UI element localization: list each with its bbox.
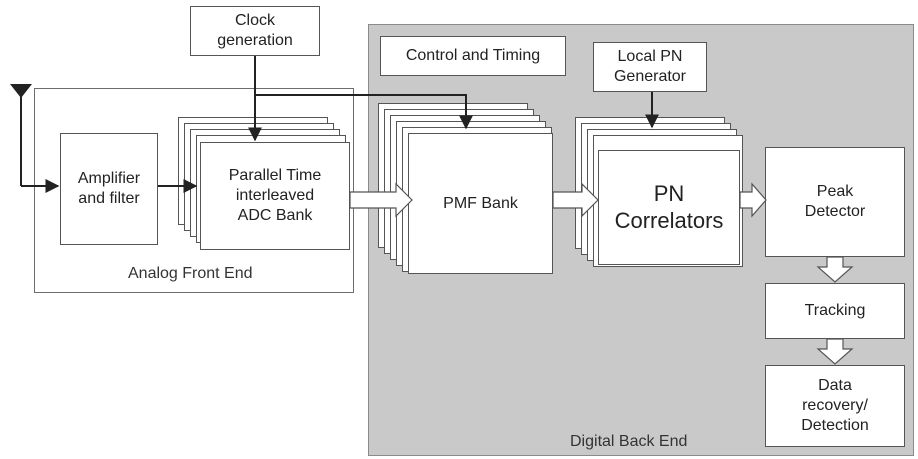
data-recovery-block: Data recovery/ Detection: [765, 365, 905, 447]
adc-to-pmf-arrow: [349, 182, 413, 218]
peak-to-tracking-arrow: [816, 256, 854, 283]
tracking-block: Tracking: [765, 283, 905, 339]
pmf-to-correlators-arrow: [552, 182, 599, 218]
tracking-to-data-recovery-arrow: [816, 338, 854, 365]
correlators-to-peak-arrow: [739, 182, 767, 218]
peak-detector-block: Peak Detector: [765, 147, 905, 257]
control-timing-block: Control and Timing: [380, 36, 566, 76]
clock-generation-block: Clock generation: [190, 6, 320, 56]
local-pn-generator-block: Local PN Generator: [593, 42, 707, 92]
pmf-bank-block: PMF Bank: [408, 133, 553, 274]
pn-correlators-block: PN Correlators: [598, 150, 740, 265]
analog-front-end-region: [34, 88, 354, 293]
analog-front-end-label: Analog Front End: [128, 265, 253, 282]
clock-to-pmf-arrow: [255, 94, 473, 130]
antenna-icon: [10, 84, 32, 186]
digital-back-end-label: Digital Back End: [570, 433, 688, 450]
adc-bank-block: Parallel Time interleaved ADC Bank: [200, 142, 350, 250]
amplifier-filter-block: Amplifier and filter: [60, 133, 158, 245]
